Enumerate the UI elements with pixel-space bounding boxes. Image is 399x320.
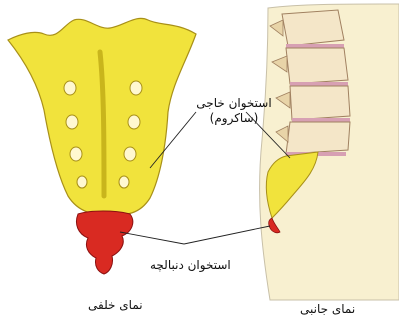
sacrum-label: استخوان خاجی (ساکروم): [194, 96, 274, 126]
coccyx-label: استخوان دنبالچه: [150, 258, 231, 273]
coccyx-posterior: [76, 211, 132, 274]
sacrum-label-line2: (ساکروم): [194, 111, 274, 126]
sacrum-label-line1: استخوان خاجی: [194, 96, 274, 111]
lateral-view-caption: نمای جانبی: [300, 302, 355, 317]
lateral-view: [260, 4, 399, 300]
posterior-view-caption: نمای خلفی: [88, 298, 143, 313]
